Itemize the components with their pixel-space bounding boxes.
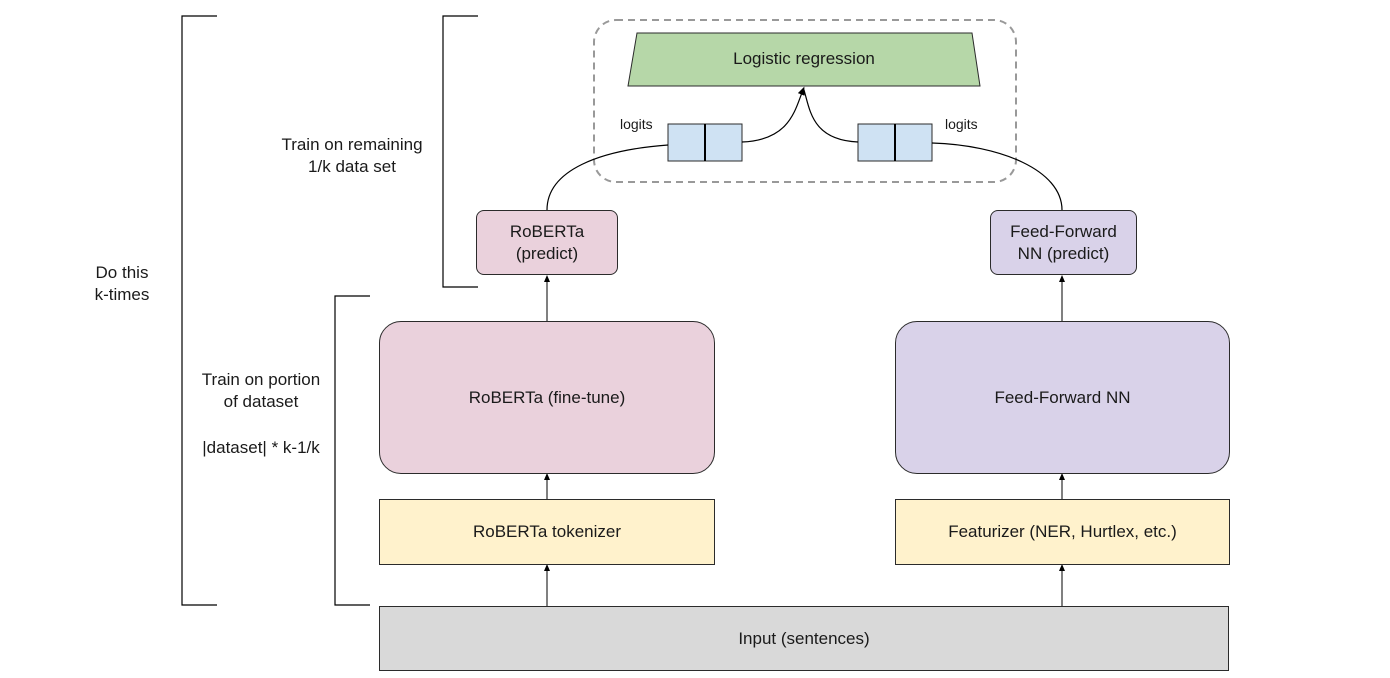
ffnn-predict-label-line1: Feed-Forward bbox=[1010, 221, 1117, 241]
logistic-regression-shape bbox=[627, 32, 981, 87]
connector-left-logits-to-lr bbox=[741, 86, 805, 143]
roberta-tokenizer-label: RoBERTa tokenizer bbox=[472, 522, 622, 541]
ffnn-box: Feed-Forward NN bbox=[895, 321, 1230, 474]
do-this-k-times-annotation: Do this k-times bbox=[72, 262, 172, 306]
train-portion-line2: of dataset bbox=[223, 392, 299, 411]
roberta-predict-box: RoBERTa (predict) bbox=[476, 210, 618, 275]
featurizer-box: Featurizer (NER, Hurtlex, etc.) bbox=[895, 499, 1230, 565]
ensemble-dashed-group bbox=[593, 19, 1017, 183]
ffnn-predict-box: Feed-Forward NN (predict) bbox=[990, 210, 1137, 275]
featurizer-label: Featurizer (NER, Hurtlex, etc.) bbox=[948, 522, 1177, 541]
train-remaining-annotation: Train on remaining 1/k data set bbox=[262, 134, 442, 178]
input-box: Input (sentences) bbox=[379, 606, 1229, 671]
train-remaining-line2: 1/k data set bbox=[308, 157, 396, 176]
roberta-predict-label-line1: RoBERTa bbox=[509, 221, 585, 241]
train-remaining-line1: Train on remaining bbox=[281, 135, 423, 154]
bracket-train-remaining bbox=[442, 15, 478, 288]
roberta-predict-label-line2: (predict) bbox=[515, 243, 579, 263]
do-this-line2: k-times bbox=[94, 285, 150, 304]
roberta-finetune-label: RoBERTa (fine-tune) bbox=[468, 387, 626, 407]
bracket-train-portion bbox=[334, 295, 370, 606]
train-portion-annotation: Train on portion of dataset bbox=[186, 369, 336, 413]
logits-vector-left bbox=[667, 123, 743, 162]
connector-right-logits-to-lr bbox=[803, 89, 859, 143]
logits-label-right: logits bbox=[945, 116, 978, 132]
ffnn-label: Feed-Forward NN bbox=[994, 387, 1131, 407]
connector-roberta-predict-to-logits bbox=[546, 144, 669, 211]
logits-label-left: logits bbox=[620, 116, 653, 132]
logits-vector-right bbox=[857, 123, 933, 162]
dataset-formula-annotation: |dataset| * k-1/k bbox=[202, 438, 320, 457]
roberta-tokenizer-box: RoBERTa tokenizer bbox=[379, 499, 715, 565]
bracket-do-this-k-times bbox=[181, 15, 217, 606]
input-label: Input (sentences) bbox=[738, 628, 870, 648]
train-portion-line1: Train on portion bbox=[201, 370, 321, 389]
do-this-line1: Do this bbox=[95, 263, 149, 282]
roberta-finetune-box: RoBERTa (fine-tune) bbox=[379, 321, 715, 474]
logistic-regression-label: Logistic regression bbox=[733, 49, 875, 68]
ffnn-predict-label-line2: NN (predict) bbox=[1017, 243, 1110, 263]
connector-ffnn-predict-to-logits bbox=[931, 142, 1063, 211]
